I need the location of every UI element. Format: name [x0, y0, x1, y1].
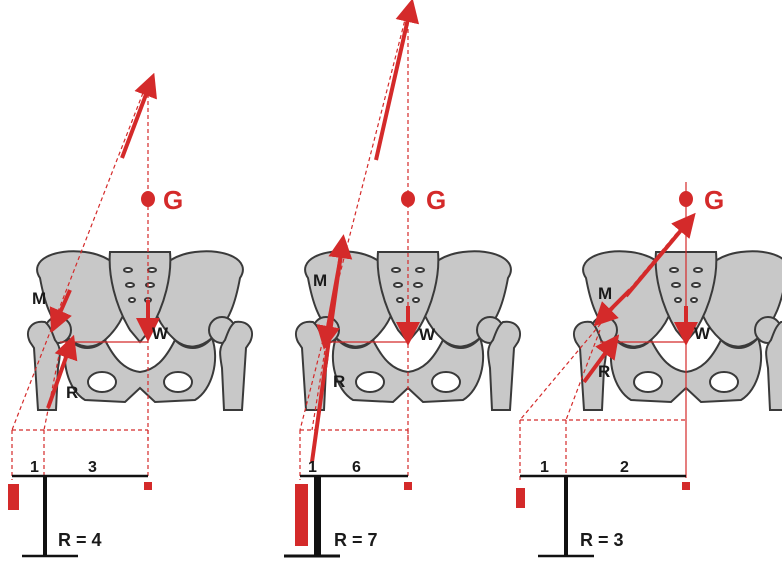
- reaction-label: R: [333, 372, 345, 391]
- panel-3: G M W R 1 2 R = 3: [516, 182, 782, 556]
- gravity-label: G: [163, 185, 183, 215]
- weight-label: W: [694, 324, 711, 343]
- center-of-gravity-dot: [679, 191, 693, 207]
- muscle-weight-block: [8, 484, 19, 510]
- resultant-force-arrow: [122, 84, 150, 158]
- pelvis-illustration: [28, 251, 252, 410]
- panel-1: G M W R 1 3 R = 4: [8, 80, 252, 556]
- lever-arm-right-label: 6: [352, 459, 361, 476]
- lever-arm-right-label: 2: [620, 459, 629, 476]
- body-weight-block: [404, 482, 412, 490]
- muscle-label: M: [32, 289, 46, 308]
- lever-arm-right-label: 3: [88, 459, 97, 476]
- fulcrum-post: [43, 476, 47, 556]
- weight-label: W: [419, 325, 436, 344]
- muscle-weight-block: [516, 488, 525, 508]
- muscle-label: M: [598, 284, 612, 303]
- muscle-weight-block: [295, 484, 308, 546]
- reaction-result-label: R = 4: [58, 530, 102, 550]
- weight-label: W: [152, 324, 169, 343]
- pelvis-illustration: [574, 251, 782, 410]
- reaction-label: R: [598, 362, 610, 381]
- lever-arm-left-label: 1: [308, 459, 317, 476]
- fulcrum-post: [314, 476, 321, 556]
- lever-arm-left-label: 1: [540, 459, 549, 476]
- center-of-gravity-dot: [401, 191, 415, 207]
- reaction-label: R: [66, 383, 78, 402]
- resultant-force-arrow: [376, 10, 410, 160]
- reaction-result-label: R = 7: [334, 530, 378, 550]
- reaction-result-label: R = 3: [580, 530, 624, 550]
- muscle-label: M: [313, 271, 327, 290]
- fulcrum-post: [564, 476, 568, 556]
- body-weight-block: [144, 482, 152, 490]
- gravity-label: G: [426, 185, 446, 215]
- panel-2: G M W R 1 6 R = 7: [284, 8, 520, 556]
- lever-arm-left-label: 1: [30, 459, 39, 476]
- gravity-label: G: [704, 185, 724, 215]
- body-weight-block: [682, 482, 690, 490]
- center-of-gravity-dot: [141, 191, 155, 207]
